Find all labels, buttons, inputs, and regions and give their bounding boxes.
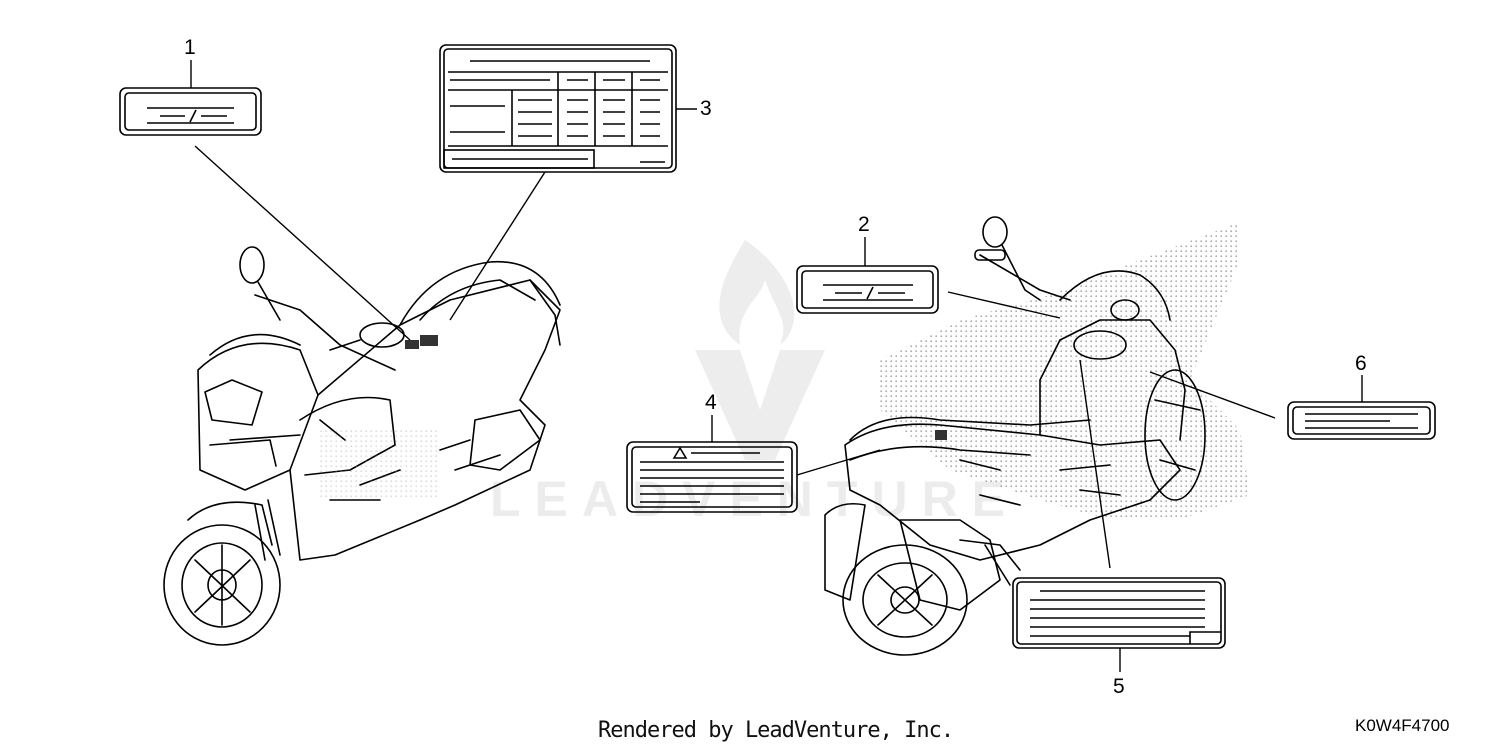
callout-number-1: 1 (184, 36, 196, 59)
scooter-right-illustration (824, 216, 1206, 656)
scooter-left-shading (320, 430, 440, 500)
leader-lines (190, 60, 1363, 672)
callout-number-3: 3 (700, 97, 712, 120)
label-part-6[interactable] (1287, 401, 1436, 440)
watermark-text: LEADVENTURE (490, 471, 1020, 527)
callout-number-4: 4 (705, 391, 717, 414)
warning-triangle-icon (672, 446, 688, 459)
label-part-3[interactable] (439, 44, 677, 173)
label-part-2[interactable] (796, 265, 939, 314)
label-part-5[interactable] (1012, 577, 1226, 649)
scooter-right-shading (880, 222, 1250, 520)
callout-number-6: 6 (1355, 352, 1367, 375)
label-part-4[interactable] (626, 441, 798, 513)
diagram-code: K0W4F4700 (1355, 716, 1450, 735)
callout-number-2: 2 (858, 213, 870, 236)
label-part-1[interactable] (119, 87, 262, 136)
watermark-logo (695, 240, 825, 460)
rendered-by-footer: Rendered by LeadVenture, Inc. (598, 718, 954, 743)
scooter-left-illustration (163, 246, 561, 646)
callout-number-5: 5 (1113, 675, 1125, 698)
